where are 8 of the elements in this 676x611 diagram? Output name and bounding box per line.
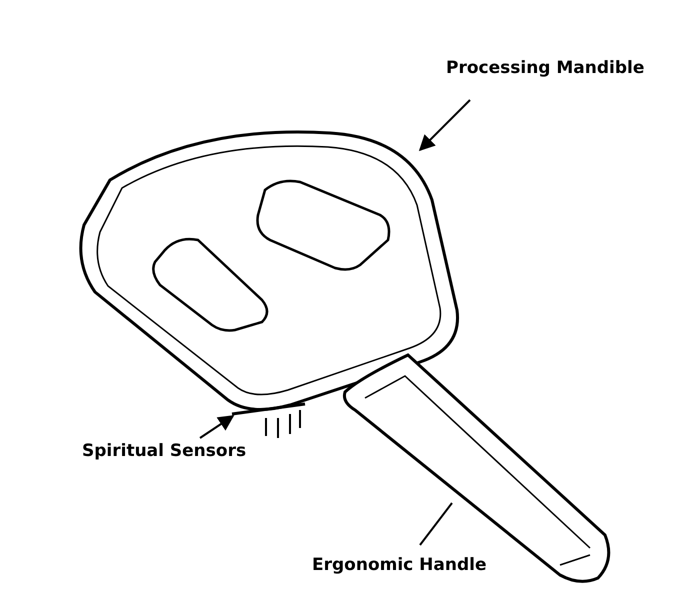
leader-arrow [199, 415, 234, 439]
leader-arrow [418, 99, 471, 152]
sensor-pins-drawing [232, 402, 306, 439]
callout-label: Spiritual Sensors [82, 441, 246, 461]
mandible-drawing [79, 130, 459, 411]
leader-line [419, 502, 453, 546]
callout-label: Ergonomic Handle [312, 555, 486, 575]
callout-label: Processing Mandible [446, 58, 644, 78]
